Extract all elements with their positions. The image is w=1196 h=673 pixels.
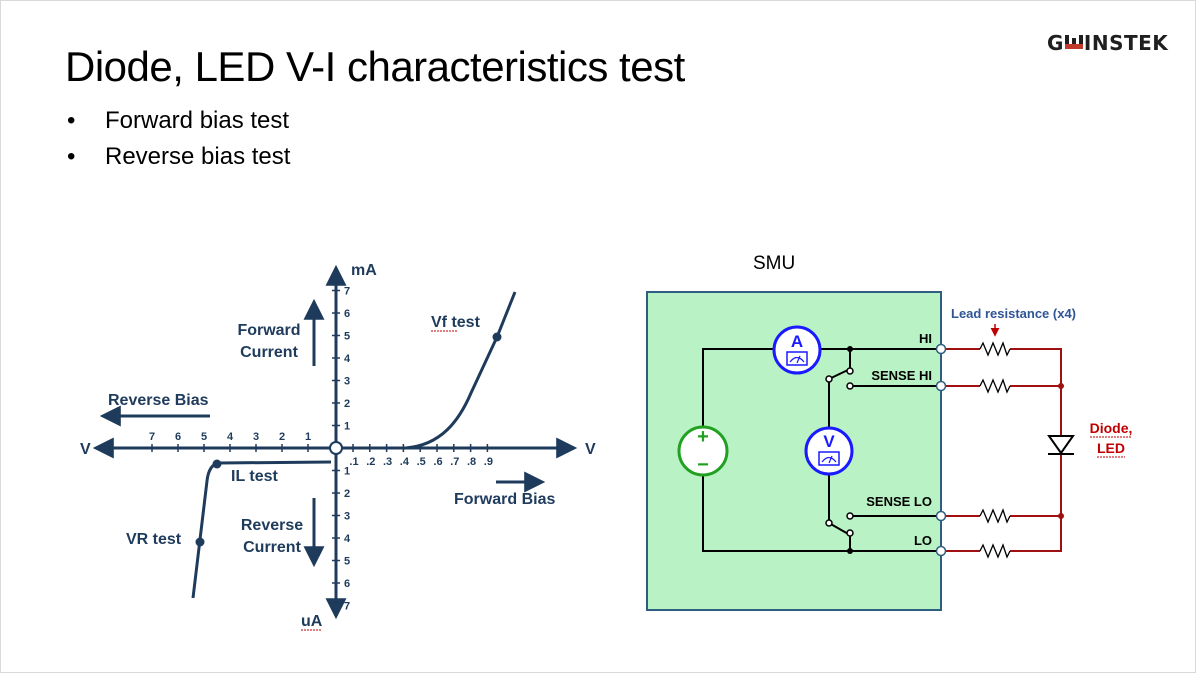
smu-wiring bbox=[702, 348, 941, 552]
il-test-label: IL test bbox=[231, 468, 279, 485]
smu-circuit: SMU bbox=[646, 253, 1133, 611]
diode-icon bbox=[1047, 435, 1075, 455]
ammeter-icon: A bbox=[772, 325, 822, 375]
vf-test-point bbox=[492, 332, 502, 342]
bullet-item: •Reverse bias test bbox=[67, 143, 291, 170]
vr-test-point bbox=[195, 537, 205, 547]
ammeter-label: A bbox=[791, 332, 803, 351]
y-top-label: mA bbox=[351, 262, 377, 279]
tick-label: 5 bbox=[344, 556, 350, 568]
smu-title: SMU bbox=[753, 253, 795, 274]
vr-test-label: VR test bbox=[126, 531, 182, 548]
bullet-text: Reverse bias test bbox=[105, 143, 291, 170]
forward-iv-curve bbox=[341, 291, 517, 450]
dut-label-2: LED bbox=[1097, 440, 1125, 456]
logo-mark-icon bbox=[1064, 35, 1083, 49]
tick-label: .5 bbox=[417, 456, 426, 468]
bullet-item: •Forward bias test bbox=[67, 107, 290, 134]
tick-label: .8 bbox=[467, 456, 476, 468]
tick-label: 6 bbox=[344, 308, 350, 320]
tick-label: 5 bbox=[201, 431, 207, 443]
tick-label: 6 bbox=[344, 578, 350, 590]
bullet-text: Forward bias test bbox=[105, 107, 290, 134]
voltmeter-label: V bbox=[823, 432, 835, 451]
origin-marker bbox=[329, 441, 343, 455]
dut-label-1: Diode, bbox=[1090, 420, 1133, 436]
tick-label: 3 bbox=[253, 431, 259, 443]
il-test-point bbox=[212, 459, 222, 469]
tick-label: 4 bbox=[344, 353, 351, 365]
reverse-current-label-1: Reverse bbox=[241, 517, 303, 534]
reverse-bias-label: Reverse Bias bbox=[108, 392, 209, 409]
vf-test-label: Vf test bbox=[431, 314, 481, 331]
tick-label: 3 bbox=[344, 511, 350, 523]
tick-label: 2 bbox=[279, 431, 285, 443]
tick-label: .6 bbox=[433, 456, 442, 468]
source-icon: + − bbox=[677, 425, 729, 477]
terminal-sense-lo-label: SENSE LO bbox=[866, 494, 932, 509]
x-left-label: V bbox=[80, 441, 91, 458]
tick-label: 7 bbox=[344, 286, 350, 298]
source-minus: − bbox=[697, 454, 709, 476]
y-bottom-label: uA bbox=[301, 613, 323, 630]
tick-label: .7 bbox=[450, 456, 459, 468]
tick-label: 3 bbox=[344, 376, 350, 388]
lead-resistor-icons bbox=[979, 341, 1011, 559]
axis-tick-labels: 1 2 3 4 5 6 7 1 2 3 4 5 6 7 .1 .2 .3 .4 .5 .6 .7 .8 .9 1 2 3 4 5 6 7 bbox=[149, 286, 493, 613]
tick-label: 2 bbox=[344, 488, 350, 500]
tick-label: 1 bbox=[305, 431, 311, 443]
tick-label: .9 bbox=[484, 456, 493, 468]
tick-label: .1 bbox=[349, 456, 358, 468]
tick-label: 7 bbox=[344, 601, 350, 613]
axis-ticks bbox=[151, 289, 489, 607]
relay-contacts bbox=[825, 367, 854, 537]
lead-resistance-label: Lead resistance (x4) bbox=[951, 306, 1076, 321]
junction-dot bbox=[847, 346, 853, 352]
junction-dot bbox=[847, 548, 853, 554]
tick-label: 4 bbox=[227, 431, 234, 443]
voltmeter-icon: V bbox=[804, 426, 854, 476]
x-right-label: V bbox=[585, 441, 596, 458]
bullet-list: •Forward bias test •Reverse bias test bbox=[67, 103, 290, 175]
tick-label: .3 bbox=[383, 456, 392, 468]
reverse-current-label-2: Current bbox=[243, 539, 301, 556]
source-plus: + bbox=[697, 426, 709, 448]
vi-chart: 12345671234567.1.2.3.4.5.6.7.8.91234567 … bbox=[80, 262, 596, 631]
tick-label: 5 bbox=[344, 331, 350, 343]
terminal-lo-label: LO bbox=[914, 533, 932, 548]
tick-label: 7 bbox=[149, 431, 155, 443]
lead-wires bbox=[945, 348, 1062, 552]
tick-label: 1 bbox=[344, 466, 350, 478]
forward-current-label-1: Forward bbox=[237, 322, 300, 339]
forward-bias-label: Forward Bias bbox=[454, 491, 555, 508]
smu-terminals bbox=[935, 343, 947, 557]
tick-label: 1 bbox=[344, 421, 350, 433]
tick-label: 6 bbox=[175, 431, 181, 443]
slide-title: Diode, LED V-I characteristics test bbox=[65, 43, 685, 90]
tick-label: .2 bbox=[366, 456, 375, 468]
forward-current-label-2: Current bbox=[240, 344, 298, 361]
tick-label: 2 bbox=[344, 398, 350, 410]
terminal-hi-label: HI bbox=[919, 331, 932, 346]
tick-label: .4 bbox=[400, 456, 410, 468]
terminal-sense-hi-label: SENSE HI bbox=[871, 368, 932, 383]
tick-label: 4 bbox=[344, 533, 351, 545]
lead-junction-dots bbox=[1058, 383, 1064, 519]
